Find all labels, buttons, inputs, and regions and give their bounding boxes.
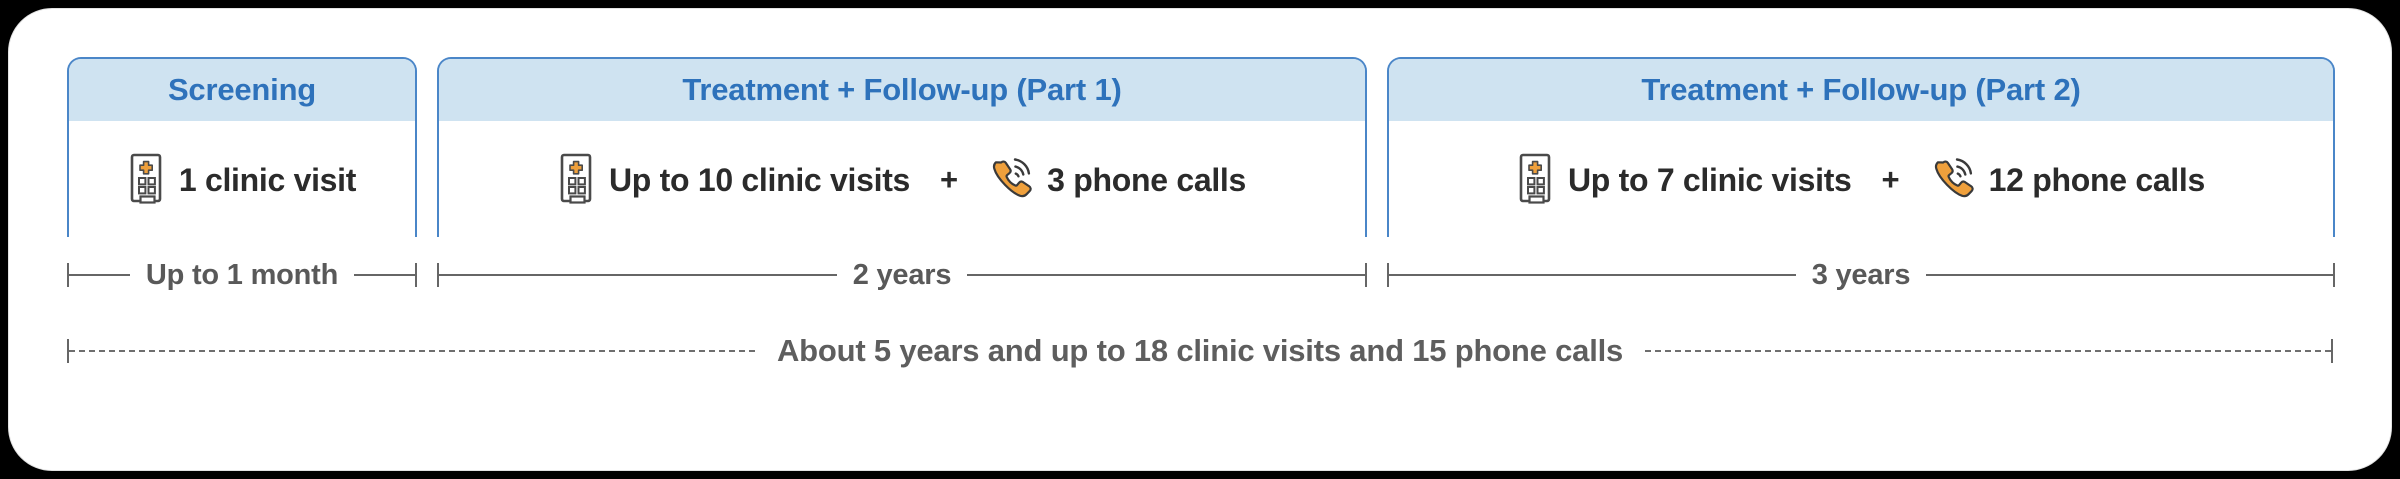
total-duration-bracket: About 5 years and up to 18 clinic visits… xyxy=(67,329,2333,373)
phone-call-icon xyxy=(1930,154,1978,207)
clinic-building-icon xyxy=(1517,152,1557,209)
rule-right xyxy=(354,274,416,276)
phone-item: 12 phone calls xyxy=(1930,154,2205,207)
tick-start-icon xyxy=(67,263,69,287)
rule-right xyxy=(967,274,1365,276)
visit-item: Up to 10 clinic visits xyxy=(558,152,910,209)
timeline-segment-label: 2 years xyxy=(852,258,952,291)
timeline-segment-label: 3 years xyxy=(1811,258,1911,291)
rule-left xyxy=(1389,274,1796,276)
phase-title: Treatment + Follow-up (Part 1) xyxy=(682,72,1122,107)
phase-panel-body: Up to 10 clinic visits + 3 phone calls xyxy=(439,121,1365,239)
phase-panels: Screening 1 cl xyxy=(67,57,2335,239)
timeline-brackets: Up to 1 month 2 years 3 years xyxy=(67,255,2335,295)
timeline-segment-treatment-part-1: 2 years xyxy=(437,255,1367,295)
tick-end-icon xyxy=(415,263,418,287)
phase-panel-screening: Screening 1 cl xyxy=(67,57,417,239)
phase-title: Screening xyxy=(167,72,317,107)
phase-title: Treatment + Follow-up (Part 2) xyxy=(1641,72,2081,107)
tick-start-icon xyxy=(67,339,69,363)
tick-end-icon xyxy=(1365,263,1367,287)
visit-item-label: Up to 10 clinic visits xyxy=(608,161,911,198)
clinic-building-icon xyxy=(558,152,598,209)
tick-start-icon xyxy=(437,263,439,287)
tick-end-icon xyxy=(2333,263,2335,287)
rule-right xyxy=(1926,274,2333,276)
phase-panel-treatment-part-1: Treatment + Follow-up (Part 1) xyxy=(437,57,1367,239)
phase-panel-body: Up to 7 clinic visits + 12 phone calls xyxy=(1389,121,2333,239)
total-duration-label: About 5 years and up to 18 clinic visits… xyxy=(776,333,1624,368)
clinic-building-icon xyxy=(128,152,168,209)
phone-call-icon xyxy=(988,154,1036,207)
timeline-segment-screening: Up to 1 month xyxy=(67,255,418,295)
phase-panel-header: Treatment + Follow-up (Part 2) xyxy=(1389,59,2333,121)
phase-panel-header: Screening xyxy=(69,59,415,121)
dashed-rule-left xyxy=(69,350,755,352)
rule-left xyxy=(439,274,837,276)
study-schedule-card: Screening 1 cl xyxy=(8,8,2392,471)
phone-item: 3 phone calls xyxy=(988,154,1246,207)
phase-panel-body: 1 clinic visit xyxy=(69,121,415,239)
visit-item: 1 clinic visit xyxy=(128,152,356,209)
tick-end-icon xyxy=(2331,339,2333,363)
phase-panel-treatment-part-2: Treatment + Follow-up (Part 2) xyxy=(1387,57,2335,239)
visit-item: Up to 7 clinic visits xyxy=(1517,152,1852,209)
rule-left xyxy=(69,274,130,276)
item-separator: + xyxy=(940,162,959,197)
dashed-rule-right xyxy=(1645,350,2331,352)
timeline-segment-label: Up to 1 month xyxy=(145,258,339,291)
timeline-segment-treatment-part-2: 3 years xyxy=(1387,255,2335,295)
item-separator: + xyxy=(1881,162,1900,197)
phone-item-label: 3 phone calls xyxy=(1047,161,1246,198)
visit-item-label: 1 clinic visit xyxy=(178,161,357,198)
phone-item-label: 12 phone calls xyxy=(1988,161,2206,198)
tick-start-icon xyxy=(1387,263,1389,287)
visit-item-label: Up to 7 clinic visits xyxy=(1567,161,1852,198)
phase-panel-header: Treatment + Follow-up (Part 1) xyxy=(439,59,1365,121)
